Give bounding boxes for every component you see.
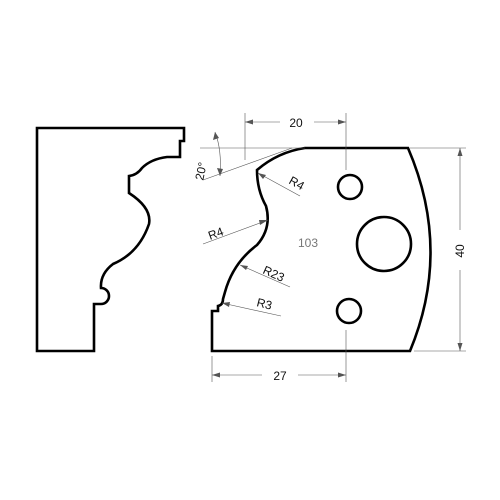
radius-upper-label: R4 — [287, 173, 307, 193]
center-hole — [355, 215, 413, 273]
dimension-angle: 20° — [192, 131, 305, 182]
radius-mid: R4 — [202, 219, 269, 245]
radius-small-label: R3 — [255, 295, 274, 312]
lower-hole — [335, 297, 363, 325]
angle-label: 20° — [192, 161, 210, 182]
radius-mid-label: R4 — [206, 224, 226, 243]
upper-hole — [336, 173, 364, 201]
moulding-profile — [35, 126, 186, 353]
part-number: 103 — [298, 236, 318, 250]
dim-right-label: 40 — [453, 244, 467, 258]
dim-bottom-label: 27 — [273, 369, 287, 383]
cutter-knife-outline — [210, 146, 432, 353]
radius-large-label: R23 — [261, 263, 287, 285]
radius-upper: R4 — [257, 172, 307, 197]
radius-large: R23 — [239, 263, 291, 288]
dim-top-label: 20 — [289, 116, 303, 130]
radius-small: R3 — [221, 295, 282, 317]
dimension-right: 40 — [410, 147, 467, 352]
dimension-bottom: 27 — [211, 330, 347, 383]
dimension-top: 20 — [244, 113, 347, 170]
